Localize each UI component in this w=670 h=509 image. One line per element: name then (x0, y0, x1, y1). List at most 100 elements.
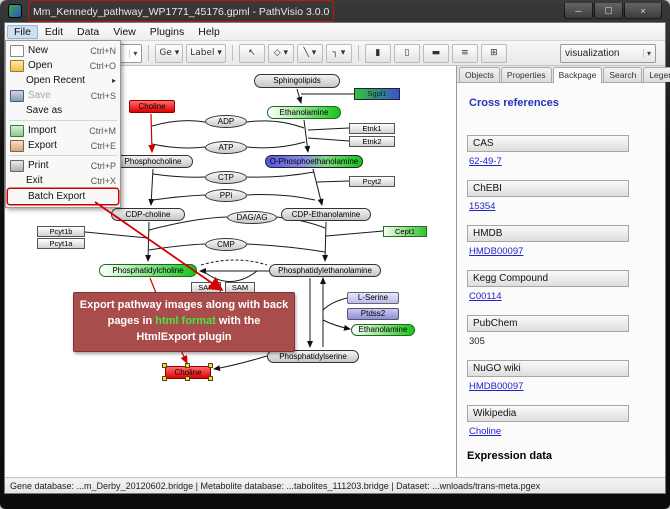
annotation-line2-post: with the (215, 314, 261, 327)
node-ctp[interactable]: CTP (205, 171, 247, 184)
xref-link[interactable]: 15354 (469, 201, 496, 212)
node-cdp-choline[interactable]: CDP-choline (111, 208, 185, 221)
node-o-phosphoethanolamine[interactable]: O-Phosphoethanolamine (265, 155, 363, 168)
node-phosphocholine[interactable]: Phosphocholine (113, 155, 193, 168)
xref-value: 305 (469, 336, 485, 347)
node-ppi[interactable]: PPi (205, 189, 247, 202)
node-phosphatidylethanolamine[interactable]: Phosphatidylethanolamine (269, 264, 381, 277)
xref-header: Kegg Compound (467, 270, 629, 287)
align-center-button[interactable]: ▯ (393, 43, 420, 63)
align-top-button[interactable]: ▬ (422, 43, 449, 63)
xref-link[interactable]: C00114 (469, 291, 502, 302)
visualization-combobox[interactable]: visualization ▾ (560, 43, 656, 63)
node-choline-top[interactable]: Choline (129, 100, 175, 113)
align-left-button[interactable]: ▮ (364, 43, 391, 63)
menu-file[interactable]: File (7, 24, 38, 39)
export-icon (10, 139, 24, 152)
selection-handle[interactable] (208, 363, 213, 368)
statusbar-text: Gene database: ...m_Derby_20120602.bridg… (10, 480, 541, 491)
node-dag-ag[interactable]: DAG/AG (227, 211, 277, 224)
selection-handle[interactable] (162, 376, 167, 381)
line-tool-button[interactable]: ╲ ▾ (296, 43, 323, 63)
cross-references-heading: Cross references (469, 97, 559, 109)
file-menu-item-batch-export[interactable]: Batch Export (8, 189, 118, 204)
node-pcyt2[interactable]: Pcyt2 (349, 176, 395, 187)
menu-item-label: Batch Export (28, 191, 86, 202)
shape-tool-button[interactable]: ◇ ▾ (267, 43, 294, 63)
node-phosphatidylserine[interactable]: Phosphatidylserine (267, 350, 359, 363)
node-etnk1[interactable]: Etnk1 (349, 123, 395, 134)
distribute-button[interactable]: ≡ (451, 43, 478, 63)
annotation-line1: Export pathway images along with back (79, 299, 289, 311)
node-adp[interactable]: ADP (205, 115, 247, 128)
maximize-button[interactable]: ▢ (594, 3, 623, 19)
node-sphingolipids[interactable]: Sphingolipids (254, 74, 340, 88)
xref-link[interactable]: 62-49-7 (469, 156, 502, 167)
node-l-serine[interactable]: L-Serine (347, 292, 399, 304)
blank-icon (12, 192, 24, 202)
toolbar-main-group: Ge ▾Label ▾ ↖◇ ▾╲ ▾┐ ▾ ▮▯▬≡⊞ (155, 43, 507, 63)
file-menu-item-open-recent[interactable]: Open Recent▸ (6, 73, 120, 88)
menu-help[interactable]: Help (198, 25, 220, 38)
node-cdp-ethanolamine[interactable]: CDP-Ethanolamine (281, 208, 371, 221)
xref-link[interactable]: HMDB00097 (469, 381, 524, 392)
xref-link[interactable]: HMDB00097 (469, 246, 524, 257)
minimize-button[interactable]: ─ (564, 3, 593, 19)
node-etnk2[interactable]: Etnk2 (349, 136, 395, 147)
datanode-tool-button[interactable]: Ge ▾ (155, 43, 184, 63)
selection-tool-button[interactable]: ↖ (238, 43, 265, 63)
annotation-highlight: html format (155, 314, 216, 327)
dropdown-arrow-icon: ▾ (642, 48, 651, 58)
node-cept1[interactable]: Cept1 (383, 226, 427, 237)
connector-tool-button[interactable]: ┐ ▾ (325, 43, 352, 63)
xref-header: Wikipedia (467, 405, 629, 422)
node-atp[interactable]: ATP (205, 141, 247, 154)
open-icon (10, 59, 24, 72)
tab-properties[interactable]: Properties (500, 67, 552, 82)
node-ptdss2[interactable]: Ptdss2 (347, 308, 399, 320)
title-annotation-box: Mm_Kennedy_pathway_WP1771_45176.gpml - P… (28, 0, 335, 22)
node-phosphatidylcholine[interactable]: Phosphatidylcholine (99, 264, 197, 277)
tab-backpage[interactable]: Backpage (552, 67, 603, 83)
selection-handle[interactable] (208, 376, 213, 381)
menu-data[interactable]: Data (77, 25, 100, 38)
file-menu-item-save-as[interactable]: Save as (6, 103, 120, 118)
node-ethanolamine-bottom[interactable]: Ethanolamine (351, 324, 415, 336)
xref-header: NuGO wiki (467, 360, 629, 377)
stack-button[interactable]: ⊞ (480, 43, 507, 63)
xref-link[interactable]: Choline (469, 426, 502, 437)
menu-item-shortcut: Ctrl+X (90, 175, 116, 186)
node-cmp[interactable]: CMP (205, 238, 247, 251)
menu-item-shortcut: Ctrl+M (89, 125, 116, 136)
node-pcyt1a[interactable]: Pcyt1a (37, 238, 85, 249)
titlebar[interactable]: Mm_Kennedy_pathway_WP1771_45176.gpml - P… (0, 0, 670, 22)
close-button[interactable]: × (624, 3, 662, 19)
tab-objects[interactable]: Objects (459, 67, 500, 82)
tab-search[interactable]: Search (603, 67, 643, 82)
menu-edit[interactable]: Edit (44, 25, 64, 38)
menu-view[interactable]: View (113, 25, 136, 38)
selection-handle[interactable] (185, 363, 190, 368)
selection-handle[interactable] (162, 363, 167, 368)
menu-plugins[interactable]: Plugins (149, 25, 185, 38)
app-icon (8, 4, 22, 18)
label-tool-button[interactable]: Label ▾ (186, 43, 226, 63)
selection-handle[interactable] (185, 376, 190, 381)
node-pcyt1b[interactable]: Pcyt1b (37, 226, 85, 237)
node-ethanolamine-top[interactable]: Ethanolamine (267, 106, 341, 119)
tab-legend[interactable]: Legend (643, 67, 670, 82)
node-sgpl1[interactable]: Sgpl1 (354, 88, 400, 100)
blank-icon (10, 176, 22, 186)
new-icon (10, 44, 24, 57)
